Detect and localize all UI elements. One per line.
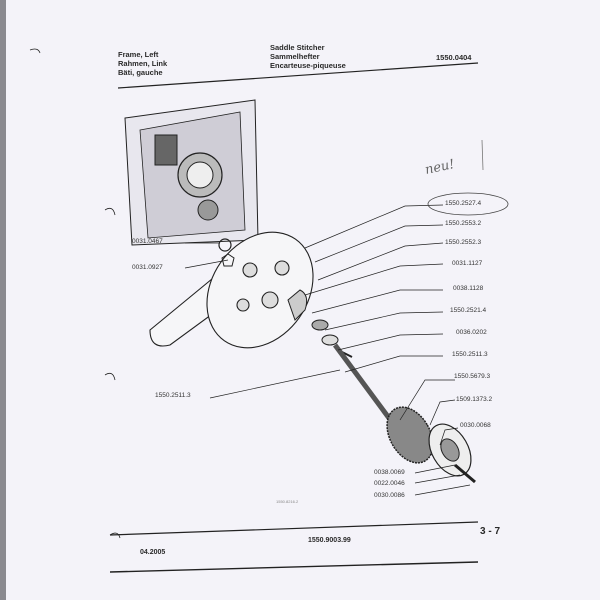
part-name-de: Rahmen, Link	[118, 59, 168, 68]
machine-name-de: Sammelhefter	[270, 52, 320, 61]
footer-rule	[109, 521, 479, 536]
callout: 0022.0046	[374, 480, 405, 487]
callout: 1550.5679.3	[454, 373, 491, 380]
drawing-number: 1550.8216.2	[276, 499, 299, 504]
callout: 0031.0927	[132, 264, 163, 271]
callout: 1550.2553.2	[445, 220, 482, 227]
page-number: 3 - 7	[480, 526, 501, 537]
callout: 1509.1373.2	[456, 396, 493, 403]
footer-doc-ref: 1550.9003.99	[308, 537, 351, 544]
handwritten-circle	[427, 192, 509, 216]
leader-lines	[184, 204, 471, 496]
callout: 0031.0467	[132, 238, 163, 245]
callout: 1550.2511.3	[452, 351, 488, 358]
callout: 1550.2527.4	[445, 200, 482, 207]
frame-inset	[124, 99, 259, 246]
callout: 0030.0086	[374, 492, 405, 499]
callout: 1550.2552.3	[445, 239, 482, 246]
footer-date: 04.2005	[140, 549, 166, 556]
callout: 1550.2511.3	[155, 392, 191, 399]
machine-name-fr: Encarteuse-piqueuse	[270, 61, 346, 70]
scan-edge	[0, 0, 6, 600]
callout: 0036.0202	[456, 329, 487, 336]
belt-lever	[149, 231, 314, 349]
machine-name: Saddle Stitcher Sammelhefter Encarteuse-…	[270, 43, 346, 70]
doc-number: 1550.0404	[436, 53, 472, 62]
callout: 0038.1128	[453, 285, 484, 292]
callout: 1550.2521.4	[450, 307, 487, 314]
part-name: Frame, Left Rahmen, Link Bäti, gauche	[118, 50, 167, 77]
callout: 0031.1127	[452, 260, 483, 267]
part-name-en: Frame, Left	[118, 50, 159, 59]
callout: 0030.0068	[460, 422, 491, 429]
part-name-fr: Bäti, gauche	[118, 68, 163, 77]
machine-name-en: Saddle Stitcher	[270, 43, 325, 52]
header-rule	[117, 62, 479, 89]
callout: 0038.0069	[374, 469, 405, 476]
